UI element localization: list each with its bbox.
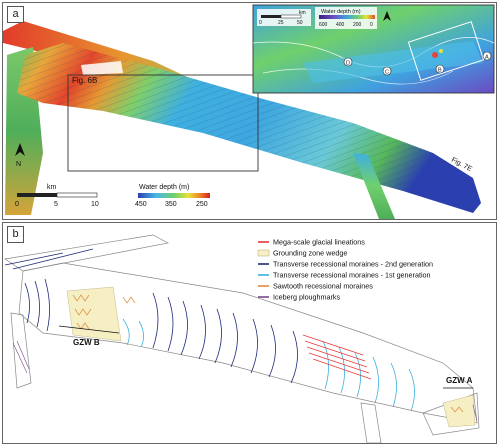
svg-text:450: 450 <box>135 201 147 208</box>
gzw-b-marker: GZW B <box>58 325 120 347</box>
inset-marker-c: C <box>382 66 392 76</box>
sawtooth-moraines <box>72 294 464 413</box>
svg-text:GZW A: GZW A <box>446 376 473 385</box>
iceberg-ploughmarks <box>12 340 478 422</box>
inset-marker-d: D <box>343 57 353 67</box>
svg-text:N: N <box>16 161 21 168</box>
svg-text:350: 350 <box>165 201 177 208</box>
panel-letter-a: a <box>7 6 24 23</box>
panel-a-bathymetry-map: a <box>2 2 497 220</box>
svg-text:50: 50 <box>297 20 303 26</box>
svg-text:km: km <box>299 10 306 16</box>
depth-colorbar: Water depth (m) 450 350 250 <box>135 184 210 208</box>
svg-text:B: B <box>438 68 442 74</box>
legend-label-0: Mega-scale glacial lineations <box>273 238 365 247</box>
scale-bar: km 0 5 10 <box>15 184 99 208</box>
data-gap <box>81 61 123 75</box>
svg-text:250: 250 <box>196 201 208 208</box>
inset-north-arrow-icon <box>383 11 391 21</box>
svg-text:km: km <box>47 184 57 191</box>
mega-scale-glacial-lineations <box>302 334 372 380</box>
moraines-2nd-generation <box>4 248 298 384</box>
scale-tick-10: 10 <box>91 201 99 208</box>
north-arrow-icon: N <box>15 143 25 168</box>
svg-text:A: A <box>485 55 489 61</box>
scale-tick-0: 0 <box>15 201 19 208</box>
svg-text:0: 0 <box>259 20 262 26</box>
inset-marker-b: B <box>435 64 445 74</box>
legend-label-1: Grounding zone wedge <box>273 249 347 258</box>
legend-label-3: Transverse recessional moraines - 1st ge… <box>273 271 431 280</box>
svg-text:0: 0 <box>370 22 373 28</box>
fig-6b-label: Fig. 6B <box>72 76 97 85</box>
svg-text:400: 400 <box>336 22 345 28</box>
svg-text:Water depth (m): Water depth (m) <box>321 9 361 15</box>
legend-swatch-1 <box>257 249 270 257</box>
panel-letter-b: b <box>7 226 24 243</box>
grounding-zone-wedges <box>66 286 476 428</box>
overview-inset-map: km 0 25 50 Water depth (m) 600 400 200 0… <box>252 4 495 94</box>
panel-b-geomorphology-map: b <box>2 222 497 444</box>
moraines-1st-generation <box>122 318 415 412</box>
fig-6b-box <box>67 74 259 172</box>
gzw-a-marker: GZW A <box>443 376 473 389</box>
svg-text:25: 25 <box>278 20 284 26</box>
svg-text:200: 200 <box>353 22 362 28</box>
inset-marker-a: A <box>482 51 492 61</box>
svg-text:Water depth (m): Water depth (m) <box>139 184 189 191</box>
legend-label-4: Sawtooth recessional moraines <box>273 282 373 291</box>
svg-text:GZW B: GZW B <box>73 338 100 347</box>
svg-text:600: 600 <box>319 22 328 28</box>
geomorphology-map-svg: GZW B GZW A Mega-scale glacial lineation… <box>4 234 480 443</box>
svg-text:D: D <box>346 61 350 67</box>
legend-label-5: Iceberg ploughmarks <box>273 293 341 302</box>
scale-tick-5: 5 <box>54 201 58 208</box>
legend-label-2: Transverse recessional moraines - 2nd ge… <box>273 260 433 269</box>
svg-text:C: C <box>385 70 389 76</box>
bathymetry-map-svg: Fig. 6B Fig. 7E N km 0 5 10 Water depth … <box>3 4 495 219</box>
lower-branch-swath <box>353 153 395 219</box>
